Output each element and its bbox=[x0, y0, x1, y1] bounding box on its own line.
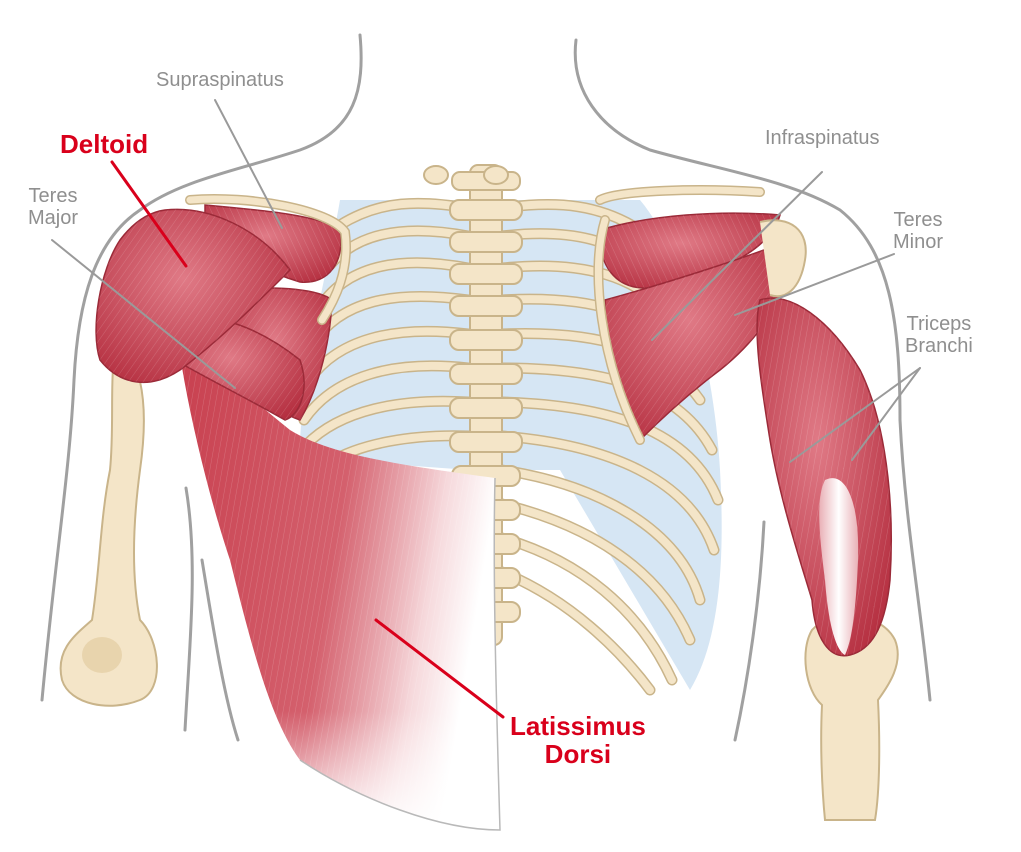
right-scapula-muscles bbox=[593, 185, 807, 445]
label-triceps-branchi: Triceps Branchi bbox=[905, 313, 973, 357]
label-deltoid: Deltoid bbox=[60, 129, 149, 159]
body-outline bbox=[40, 33, 932, 742]
label-latissimus-dorsi: Latissimus Dorsi bbox=[510, 711, 646, 770]
pointer-lines bbox=[51, 99, 921, 719]
label-supraspinatus: Supraspinatus bbox=[156, 69, 284, 91]
deltoid-muscle bbox=[95, 208, 291, 384]
label-teres-minor: Teres Minor bbox=[893, 209, 944, 253]
latissimus-dorsi-muscle bbox=[180, 354, 501, 831]
label-infraspinatus: Infraspinatus bbox=[765, 127, 880, 149]
triceps-muscle bbox=[756, 297, 892, 657]
label-teres-major: Teres Major bbox=[28, 185, 79, 229]
right-forearm bbox=[804, 615, 899, 821]
left-humerus bbox=[59, 338, 158, 707]
